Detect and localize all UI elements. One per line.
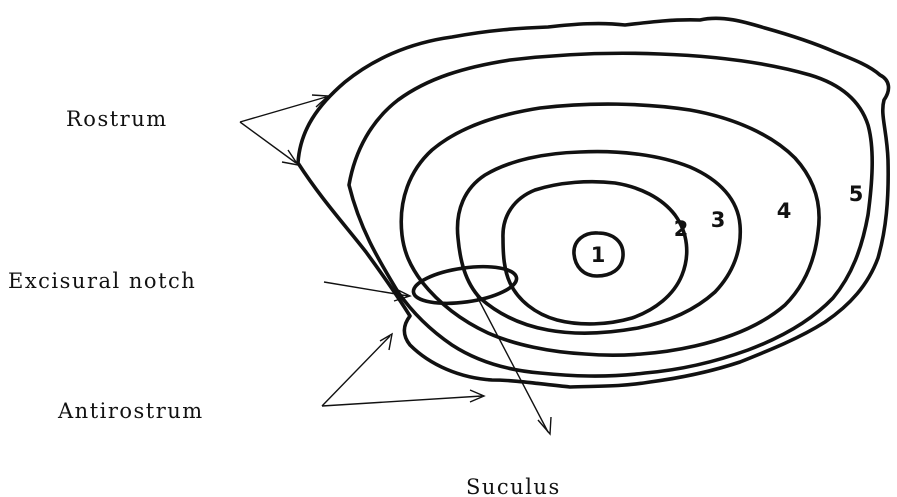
antirostrum-label: Antirostrum: [57, 399, 204, 423]
excisural-notch-label: Excisural notch: [8, 269, 196, 293]
antirostrum-arrows: [322, 334, 484, 406]
ring-label-3: 3: [711, 208, 726, 232]
ring-4-contour: [349, 53, 872, 376]
ring-label-4: 4: [777, 199, 792, 223]
suculus-label: Suculus: [466, 475, 561, 497]
rostrum-label: Rostrum: [66, 107, 168, 131]
ring-3-contour: [401, 104, 819, 355]
ring-label-1: 1: [591, 243, 606, 267]
ring-label-5: 5: [849, 182, 864, 206]
ring-label-2: 2: [674, 217, 689, 241]
rostrum-arrows: [240, 95, 328, 165]
sulcus-ellipse: [411, 261, 519, 309]
